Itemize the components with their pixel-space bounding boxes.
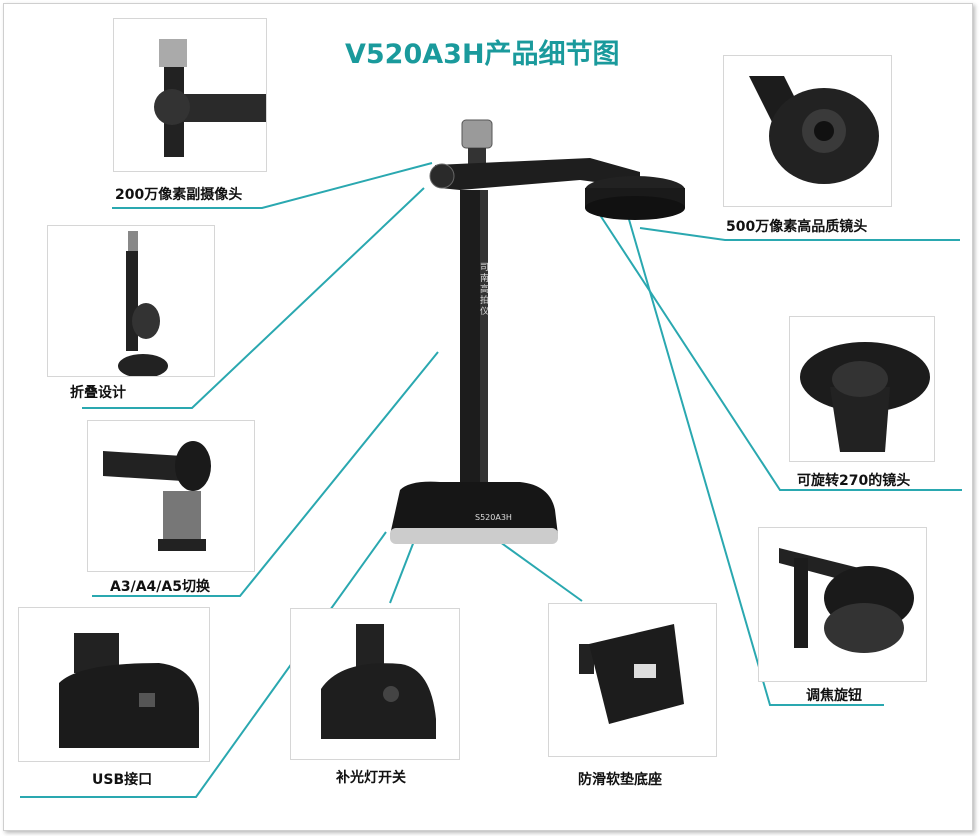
callout-line-rotate [599, 214, 962, 491]
label-usb: USB接口 [92, 772, 153, 788]
photo-folding [47, 225, 215, 377]
label-focus-knob: 调焦旋钮 [806, 688, 862, 704]
photo-sub-camera [113, 18, 267, 172]
callout-line-light-switch [389, 535, 417, 604]
label-light-switch: 补光灯开关 [336, 770, 406, 786]
label-sub-camera: 200万像素副摄像头 [115, 187, 243, 203]
photo-rotating-lens [789, 316, 935, 462]
label-rotating-lens: 可旋转270的镜头 [797, 473, 911, 489]
callout-line-base [499, 541, 583, 602]
document-camera-image: S520A3H [390, 119, 685, 544]
photo-usb [18, 607, 210, 762]
photo-main-lens [723, 55, 892, 207]
callout-line-focus [627, 215, 884, 706]
label-main-lens: 500万像素高品质镜头 [726, 219, 868, 235]
label-folding: 折叠设计 [70, 385, 126, 401]
label-size-switch: A3/A4/A5切换 [110, 579, 210, 595]
model-label: S520A3H [475, 513, 512, 522]
callout-line-main-lens [639, 227, 960, 241]
page-title: V520A3H产品细节图 [345, 39, 620, 70]
callout-line-sub-camera [112, 162, 433, 209]
photo-light-switch [290, 608, 460, 760]
callout-line-folding [82, 187, 425, 409]
callout-line-size-switch [92, 351, 439, 597]
frame-border [3, 3, 973, 831]
photo-base [548, 603, 717, 757]
label-base: 防滑软垫底座 [578, 772, 662, 788]
arm-text: 司南高拍仪 [478, 262, 488, 317]
photo-focus-knob [758, 527, 927, 682]
photo-size-switch [87, 420, 255, 572]
